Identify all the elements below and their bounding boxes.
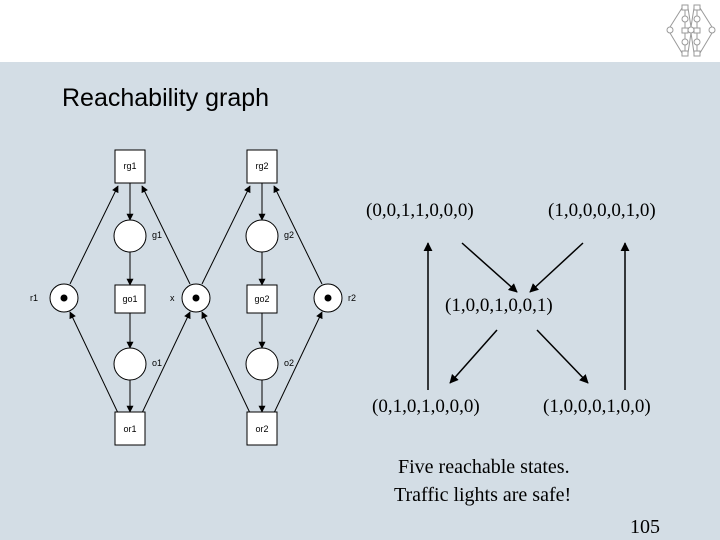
arc-or1-x <box>141 311 191 414</box>
page-number: 105 <box>630 516 660 538</box>
edge-s2-s3 <box>529 242 584 293</box>
transition-or1 <box>114 411 146 446</box>
logo-icon <box>666 4 716 57</box>
label-r1: r1 <box>30 293 38 303</box>
label-o1: o1 <box>152 358 162 368</box>
label-go1: go1 <box>122 294 137 304</box>
label-r2: r2 <box>348 293 356 303</box>
state-3: (1,0,0,1,0,0,1) <box>445 295 553 316</box>
label-x: x <box>170 293 175 303</box>
label-or2: or2 <box>255 424 268 434</box>
token-r1 <box>60 294 68 302</box>
state-1: (0,0,1,1,0,0,0) <box>366 200 474 221</box>
arc-r1-rg1 <box>69 185 119 285</box>
transition-rg1 <box>114 149 146 184</box>
label-or1: or1 <box>123 424 136 434</box>
label-g1: g1 <box>152 230 162 240</box>
edge-s1-s3 <box>461 242 518 293</box>
arc-x-rg2 <box>201 185 251 285</box>
arc-x-rg1 <box>141 185 191 285</box>
caption-line-2: Traffic lights are safe! <box>394 484 572 506</box>
state-2: (1,0,0,0,0,1,0) <box>548 200 656 221</box>
label-o2: o2 <box>284 358 294 368</box>
label-rg1: rg1 <box>123 161 136 171</box>
token-r2 <box>324 294 332 302</box>
place-g2 <box>245 219 279 253</box>
place-g1 <box>113 219 147 253</box>
top-bar <box>0 0 720 62</box>
transition-go2 <box>246 284 278 314</box>
label-g2: g2 <box>284 230 294 240</box>
transition-rg2 <box>246 149 278 184</box>
arc-or2-r2 <box>273 311 323 414</box>
caption-line-1: Five reachable states. <box>398 456 570 478</box>
slide-title: Reachability graph <box>62 84 270 112</box>
label-go2: go2 <box>254 294 269 304</box>
token-x <box>192 294 200 302</box>
state-5: (1,0,0,0,1,0,0) <box>543 396 651 417</box>
place-o1 <box>113 347 147 381</box>
edge-s3-s4 <box>449 329 498 384</box>
label-rg2: rg2 <box>255 161 268 171</box>
transition-go1 <box>114 284 146 314</box>
state-4: (0,1,0,1,0,0,0) <box>372 396 480 417</box>
arc-r2-rg2 <box>273 185 323 285</box>
place-o2 <box>245 347 279 381</box>
arc-or2-x <box>201 311 251 414</box>
edge-s3-s5 <box>536 329 589 384</box>
transition-or2 <box>246 411 278 446</box>
arc-or1-r1 <box>69 311 119 414</box>
